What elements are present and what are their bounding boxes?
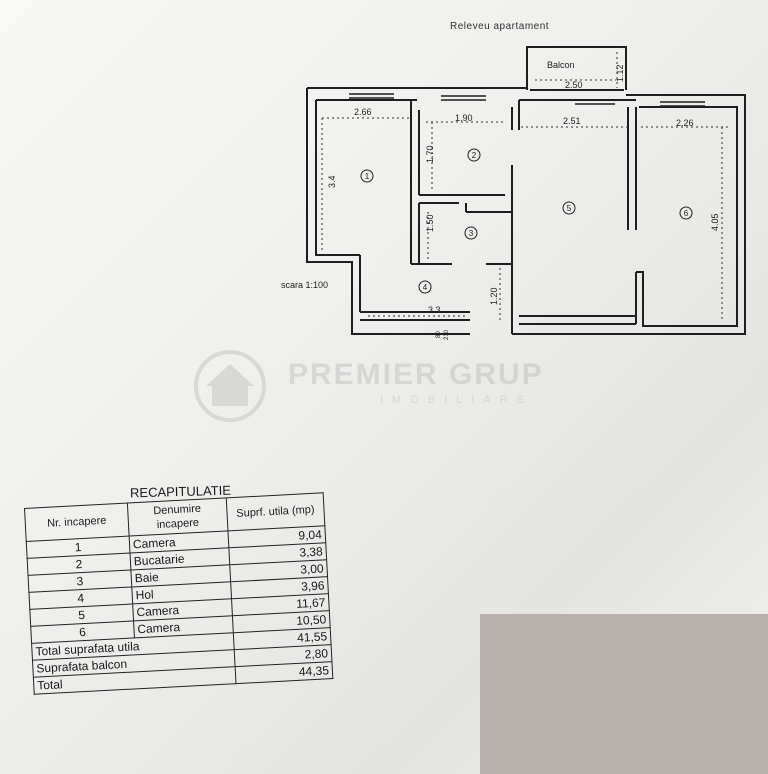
shadow-corner: [480, 614, 768, 774]
dim-room2-width: 1.90: [455, 113, 473, 123]
header-name: Denumire incapere: [127, 497, 228, 537]
dim-room6-width: 2.26: [676, 118, 694, 128]
room-marker-4: 4: [423, 283, 428, 292]
dim-hall-width: 3.3: [428, 305, 441, 315]
dim-room1-height: 3.4: [327, 175, 337, 188]
watermark: PREMIER GRUP IMOBILIARE: [180, 346, 600, 426]
dim-balcony-width: 2.50: [565, 80, 583, 90]
dim-room5-width: 2.51: [563, 116, 581, 126]
watermark-brand: PREMIER GRUP: [288, 358, 544, 391]
room-marker-3: 3: [469, 229, 474, 238]
door-label-bottom: 210: [444, 329, 450, 340]
balcony-outline: [526, 46, 627, 90]
recap-table-wrapper: Nr. incapere Denumire incapere Suprf. ut…: [24, 492, 343, 695]
watermark-house-icon: [194, 350, 266, 422]
header-nr: Nr. incapere: [24, 503, 130, 542]
watermark-sub: IMOBILIARE: [380, 394, 533, 406]
scale-label: scara 1:100: [281, 280, 328, 290]
dim-room2-height: 1.70: [425, 145, 435, 163]
door-label-top: 80: [436, 331, 442, 338]
dim-room3-height: 1.50: [425, 214, 435, 232]
balcony-label: Balcon: [547, 60, 575, 70]
dim-room6-height: 4.05: [710, 213, 720, 231]
header-area: Suprf. utila (mp): [226, 492, 325, 531]
room-marker-2: 2: [472, 151, 477, 160]
room-marker-5: 5: [567, 204, 572, 213]
recap-table: Nr. incapere Denumire incapere Suprf. ut…: [24, 492, 333, 695]
dim-room1-width: 2.66: [354, 107, 372, 117]
dim-hall-height: 1.20: [489, 287, 499, 305]
dim-balcony-depth: 1.12: [615, 64, 625, 82]
room-marker-1: 1: [365, 172, 370, 181]
room-marker-6: 6: [684, 209, 689, 218]
plan-title: Releveu apartament: [450, 21, 550, 32]
